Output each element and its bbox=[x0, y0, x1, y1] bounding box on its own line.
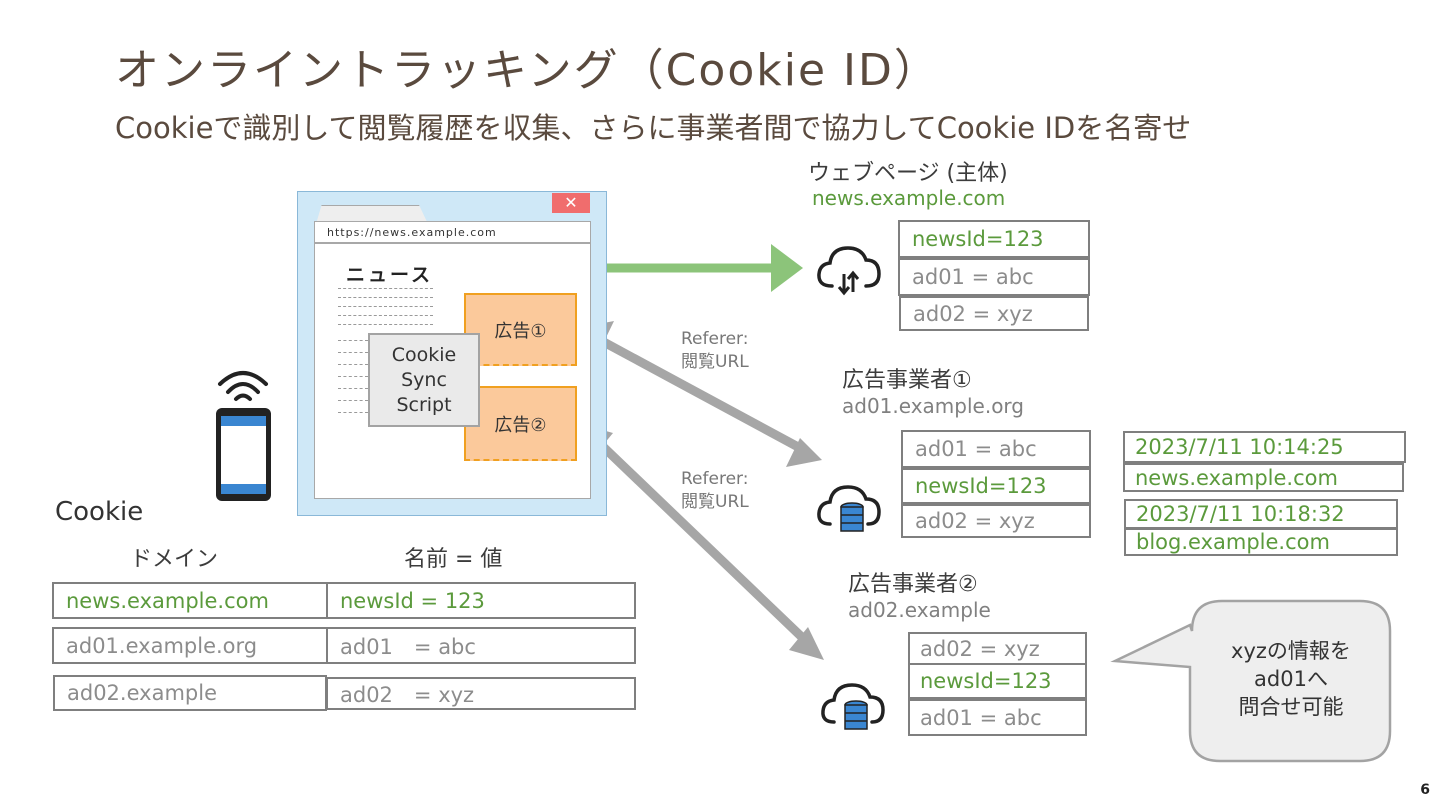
cookie-sync-script: Cookie Sync Script bbox=[368, 333, 480, 427]
col-domain-header: ドメイン bbox=[130, 547, 219, 572]
referer-line: Referer: bbox=[681, 329, 749, 349]
adco1-log-time: 2023/7/11 10:14:25 bbox=[1123, 431, 1406, 463]
adco1-label: 広告事業者① bbox=[842, 368, 972, 393]
cloud-transfer-icon bbox=[817, 246, 881, 296]
url-bar[interactable]: https://news.example.com bbox=[314, 221, 591, 243]
adco2-cookie-cell: ad01 = abc bbox=[908, 699, 1087, 736]
adco2-cookie-cell: ad02 = xyz bbox=[908, 632, 1087, 665]
webpage-cookie-cell: newsId=123 bbox=[898, 220, 1090, 258]
bubble-line: 問合せ可能 bbox=[1238, 695, 1344, 719]
adco2-domain: ad02.example bbox=[848, 598, 991, 622]
bubble-line: xyzの情報を bbox=[1231, 639, 1351, 663]
webpage-cookie-cell: ad01 = abc bbox=[898, 258, 1090, 296]
adco2-label: 広告事業者② bbox=[848, 572, 978, 597]
adco2-cookie-cell: newsId=123 bbox=[908, 663, 1087, 699]
adco1-log-site: blog.example.com bbox=[1124, 528, 1398, 556]
referer-line: 閲覧URL bbox=[681, 492, 749, 512]
col-namevalue-header: 名前 = 値 bbox=[404, 547, 503, 572]
webpage-cookie-cell: ad02 = xyz bbox=[899, 296, 1089, 331]
ad1-banner[interactable]: 広告① bbox=[464, 293, 577, 366]
cookie-domain-cell: ad01.example.org bbox=[52, 627, 328, 664]
page-number: 6 bbox=[1420, 782, 1430, 798]
adco1-log-site: news.example.com bbox=[1123, 463, 1404, 492]
sync-line-2: Sync bbox=[401, 369, 447, 391]
close-icon[interactable]: ✕ bbox=[552, 193, 590, 213]
slide-title: オンライントラッキング（Cookie ID） bbox=[115, 45, 940, 96]
cookie-value-cell: ad02 = xyz bbox=[326, 677, 636, 710]
referer-label-2: Referer: 閲覧URL bbox=[681, 468, 749, 514]
adco1-cookie-cell: ad01 = abc bbox=[901, 430, 1091, 468]
referer-line: Referer: bbox=[681, 469, 749, 489]
slide-subtitle: Cookieで識別して閲覧履歴を収集、さらに事業者間で協力してCookie ID… bbox=[115, 111, 1192, 145]
cookie-value-cell: newsId = 123 bbox=[326, 582, 636, 619]
referer-line: 閲覧URL bbox=[681, 352, 749, 372]
bubble-line: ad01へ bbox=[1254, 667, 1328, 691]
bubble-text: xyzの情報を ad01へ 問合せ可能 bbox=[1195, 637, 1387, 721]
cookie-domain-cell: news.example.com bbox=[52, 582, 328, 619]
speech-bubble bbox=[1110, 599, 1392, 763]
adco1-cookie-cell: newsId=123 bbox=[901, 468, 1091, 504]
ad2-banner[interactable]: 広告② bbox=[464, 386, 577, 461]
adco1-domain: ad01.example.org bbox=[842, 394, 1025, 418]
news-heading: ニュース bbox=[346, 264, 434, 286]
cookie-heading: Cookie bbox=[55, 497, 144, 527]
adco1-cookie-cell: ad02 = xyz bbox=[901, 504, 1091, 538]
smartphone-icon bbox=[216, 371, 271, 501]
cloud-database-icon bbox=[821, 683, 885, 730]
referer-label-1: Referer: 閲覧URL bbox=[681, 328, 749, 374]
cookie-value-cell: ad01 = abc bbox=[326, 627, 636, 664]
adco1-log-time: 2023/7/11 10:18:32 bbox=[1124, 499, 1398, 529]
webpage-label: ウェブページ (主体) bbox=[808, 161, 1008, 186]
cookie-domain-cell: ad02.example bbox=[53, 675, 327, 711]
wifi-icon bbox=[218, 371, 268, 401]
sync-line-1: Cookie bbox=[391, 344, 457, 366]
sync-line-3: Script bbox=[396, 394, 452, 416]
webpage-domain: news.example.com bbox=[812, 186, 1006, 210]
gray-arrow-ad2 bbox=[578, 423, 824, 660]
cloud-database-icon bbox=[817, 485, 881, 532]
